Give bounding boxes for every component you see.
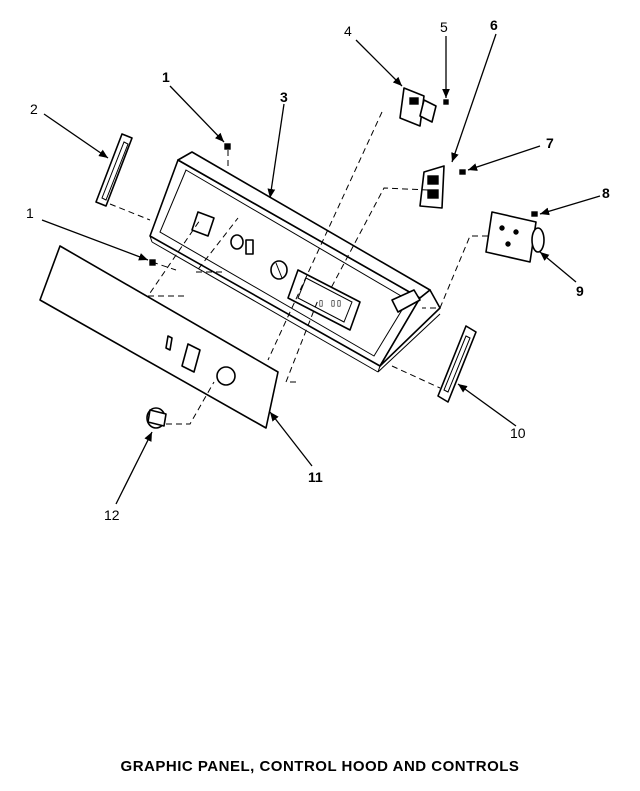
callout-labels: 1 1 2 3 4 5 6 7 8 9 10 11 12 (26, 17, 610, 523)
callout-11: 11 (308, 469, 323, 485)
end-cap-left (95, 133, 133, 207)
knob-part (146, 407, 167, 429)
end-cap-right (437, 325, 477, 403)
leader-lines (41, 33, 601, 505)
callout-8: 8 (602, 185, 610, 201)
callout-4: 4 (344, 23, 352, 39)
graphic-panel (39, 245, 279, 429)
callout-10: 10 (510, 425, 526, 441)
callout-7: 7 (546, 135, 554, 151)
callout-12: 12 (104, 507, 120, 523)
callout-3: 3 (280, 89, 288, 105)
callout-1b: 1 (26, 205, 34, 221)
svg-text:▯ ▯▯: ▯ ▯▯ (318, 299, 342, 310)
assembly-lines (109, 111, 488, 425)
switch-part (399, 87, 449, 127)
callout-9: 9 (576, 283, 584, 299)
diagram-caption: GRAPHIC PANEL, CONTROL HOOD AND CONTROLS (120, 758, 520, 775)
selector-part (419, 165, 466, 209)
callout-6: 6 (490, 17, 498, 33)
callout-5: 5 (440, 19, 448, 35)
callout-2: 2 (30, 101, 38, 117)
timer-part (485, 211, 545, 263)
control-hood: ▯ ▯▯ (149, 151, 441, 373)
callout-1a: 1 (162, 69, 170, 85)
